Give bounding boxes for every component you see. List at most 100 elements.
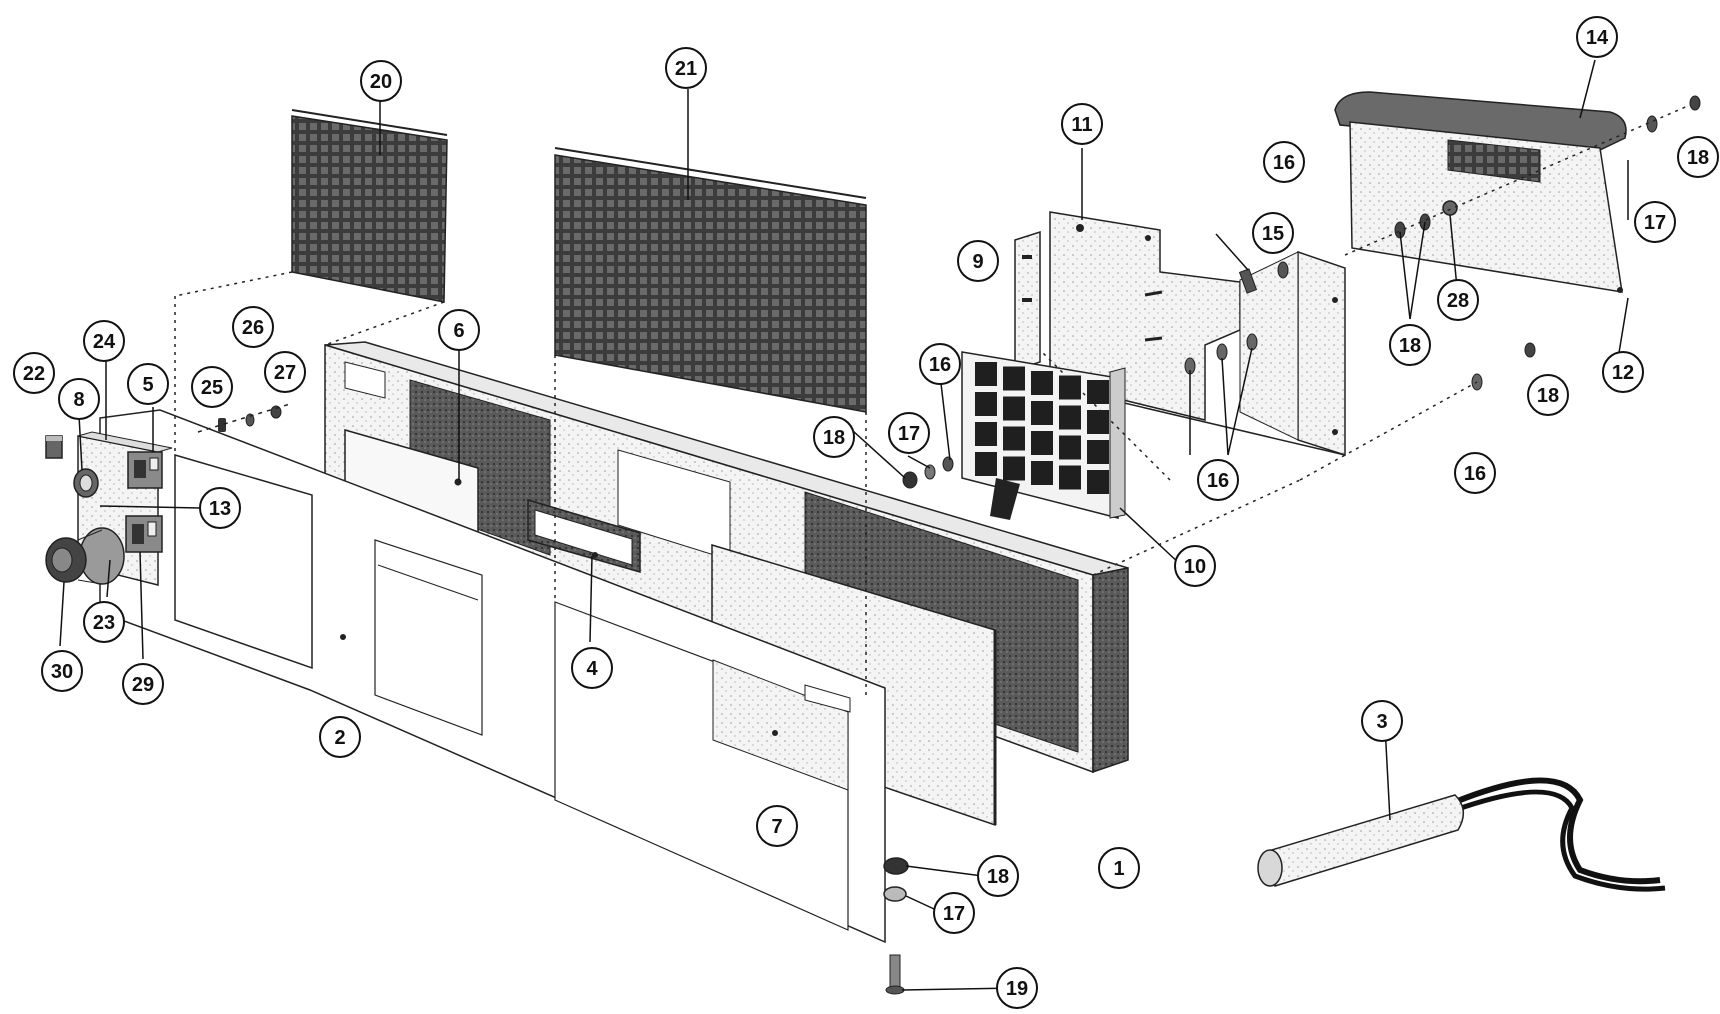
- keypad-key: [1087, 470, 1109, 494]
- keypad-key: [1003, 396, 1025, 421]
- callout-number: 15: [1262, 223, 1284, 245]
- keypad-key: [1087, 440, 1109, 464]
- keypad-key: [1059, 375, 1081, 400]
- callout-2: 2: [319, 716, 361, 758]
- callout-18: 18: [977, 855, 1019, 897]
- callout-number: 16: [1273, 152, 1295, 174]
- callout-16: 16: [1197, 459, 1239, 501]
- callout-number: 9: [972, 251, 983, 273]
- callout-circle: [264, 351, 306, 393]
- callout-number: 18: [1399, 335, 1421, 357]
- callout-6: 6: [438, 309, 480, 351]
- keypad-key: [1031, 401, 1053, 425]
- callout-circle: [1252, 212, 1294, 254]
- callout-19: 19: [996, 967, 1038, 1009]
- switch-5: [127, 451, 163, 489]
- callout-number: 26: [242, 317, 264, 339]
- callout-number: 27: [274, 362, 296, 384]
- callout-16: 16: [1454, 452, 1496, 494]
- callout-13: 13: [199, 487, 241, 529]
- callout-27: 27: [264, 351, 306, 393]
- callout-circle: [41, 650, 83, 692]
- callout-1: 1: [1098, 847, 1140, 889]
- callout-number: 29: [132, 674, 154, 696]
- callout-number: 18: [987, 866, 1009, 888]
- callout-17: 17: [888, 412, 930, 454]
- callout-circle: [1602, 351, 1644, 393]
- callout-circle: [1098, 847, 1140, 889]
- callout-number: 16: [1207, 470, 1229, 492]
- side-bracket-9: [1014, 230, 1041, 372]
- keypad-key: [1087, 380, 1109, 404]
- alignment-lines: [174, 104, 1691, 700]
- callout-18: 18: [1527, 374, 1569, 416]
- callout-circle: [1061, 103, 1103, 145]
- callout-circle: [813, 416, 855, 458]
- callout-25: 25: [191, 366, 233, 408]
- cover-14: [1334, 91, 1627, 293]
- fasteners-25-26-27: [197, 403, 291, 433]
- callout-circle: [571, 647, 613, 689]
- callout-circle: [933, 892, 975, 934]
- callout-circle: [996, 967, 1038, 1009]
- callout-number: 4: [586, 658, 598, 680]
- callout-number: 18: [823, 427, 845, 449]
- callout-circle: [957, 240, 999, 282]
- callout-18: 18: [1677, 136, 1719, 178]
- callout-circle: [665, 47, 707, 89]
- callout-7: 7: [756, 805, 798, 847]
- callout-number: 25: [201, 377, 223, 399]
- callout-circle: [360, 60, 402, 102]
- callout-number: 6: [453, 320, 464, 342]
- keypad-key: [975, 362, 997, 386]
- callout-4: 4: [571, 647, 613, 689]
- callout-number: 21: [675, 58, 697, 80]
- callout-number: 12: [1612, 362, 1634, 384]
- keypad-key: [1031, 431, 1053, 455]
- callout-circle: [1361, 700, 1403, 742]
- callout-circle: [1389, 324, 1431, 366]
- callout-number: 16: [929, 354, 951, 376]
- callout-26: 26: [232, 306, 274, 348]
- keypad-key: [1003, 426, 1025, 451]
- keypad-10: [961, 351, 1126, 520]
- callout-number: 24: [93, 331, 116, 353]
- callout-number: 19: [1006, 978, 1028, 1000]
- keypad-key: [1003, 456, 1025, 481]
- callout-number: 17: [943, 903, 965, 925]
- keypad-key: [1031, 371, 1053, 395]
- switch-29: [125, 515, 163, 553]
- bracket-12: [1119, 250, 1346, 457]
- callout-17: 17: [1634, 201, 1676, 243]
- callout-28: 28: [1437, 279, 1479, 321]
- callout-10: 10: [1174, 545, 1216, 587]
- callout-8: 8: [58, 378, 100, 420]
- callout-circle: [199, 487, 241, 529]
- callout-30: 30: [41, 650, 83, 692]
- callout-number: 10: [1184, 556, 1206, 578]
- probe-3: [1257, 777, 1666, 892]
- mesh-screen-20: [291, 109, 448, 303]
- callout-circle: [319, 716, 361, 758]
- callout-number: 3: [1376, 711, 1387, 733]
- callout-11: 11: [1061, 103, 1103, 145]
- callout-circle: [232, 306, 274, 348]
- callout-number: 2: [334, 727, 345, 749]
- callout-number: 11: [1071, 114, 1092, 136]
- callout-number: 8: [73, 389, 84, 411]
- callout-number: 13: [209, 498, 231, 520]
- callout-circle: [1263, 141, 1305, 183]
- callout-5: 5: [127, 363, 169, 405]
- callout-number: 14: [1586, 27, 1609, 49]
- callout-3: 3: [1361, 700, 1403, 742]
- callout-number: 28: [1447, 290, 1469, 312]
- callout-circle: [83, 601, 125, 643]
- callout-number: 30: [51, 661, 73, 683]
- callout-number: 20: [370, 71, 392, 93]
- callout-12: 12: [1602, 351, 1644, 393]
- display-window-4: [527, 498, 641, 573]
- front-bezel-2: [99, 409, 886, 944]
- callout-9: 9: [957, 240, 999, 282]
- callout-circle: [13, 352, 55, 394]
